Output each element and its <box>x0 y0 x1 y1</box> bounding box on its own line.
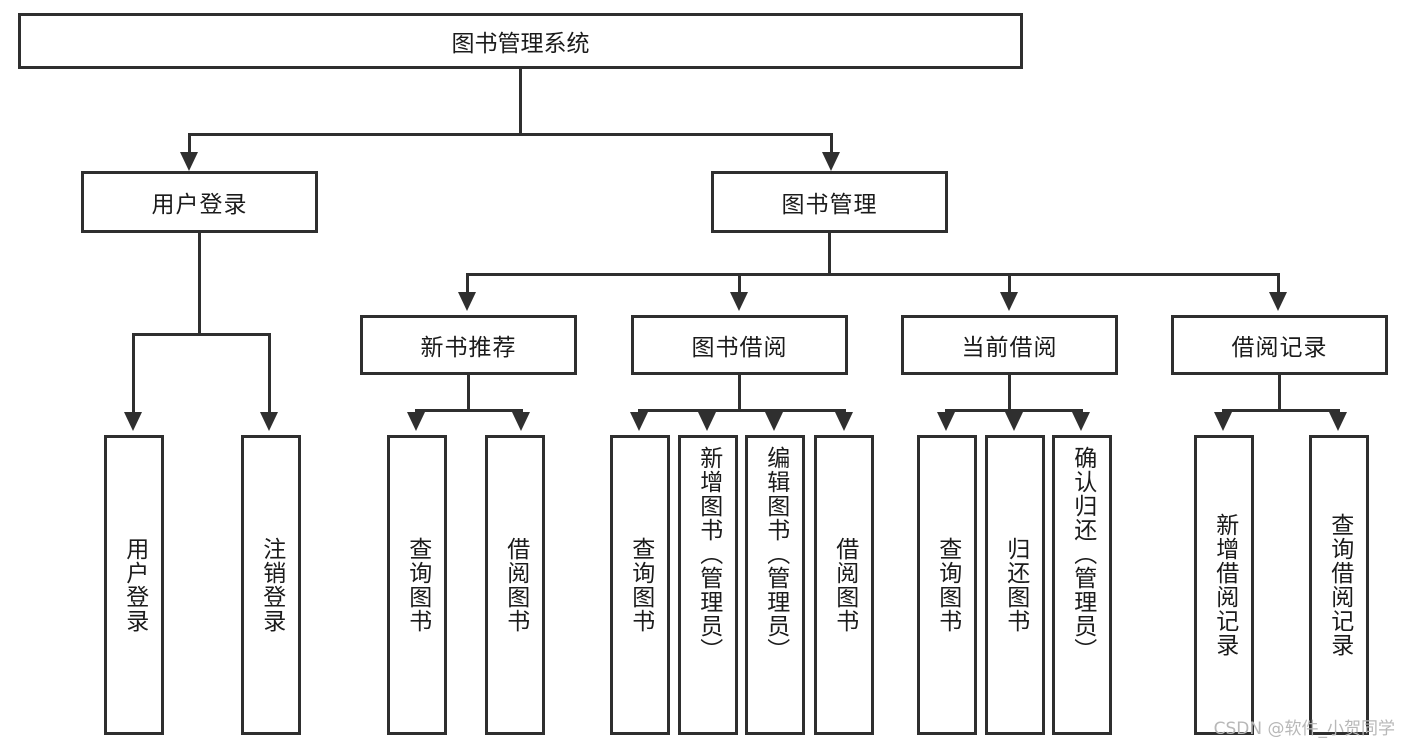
node-label: 图书借阅 <box>691 335 788 361</box>
connector-book-management-stem <box>828 233 831 275</box>
connector-borrow-record-stem <box>1278 375 1281 411</box>
node-label: 图书管理 <box>781 192 878 218</box>
leaf-add-book-admin[interactable]: 新增图书（管理员） <box>678 435 738 735</box>
node-label: 编辑图书（管理员） <box>762 446 789 662</box>
node-label: 借阅图书 <box>831 537 858 633</box>
connector-new-book-bus <box>415 409 523 412</box>
node-new-book-recommend[interactable]: 新书推荐 <box>360 315 577 375</box>
connector-book-management-bus <box>466 273 1280 276</box>
arrowhead-leaf-return-book <box>1005 412 1023 431</box>
node-label: 图书管理系统 <box>451 31 590 57</box>
arrowhead-leaf-borrow-book-1 <box>512 412 530 431</box>
connector-user-login-bus <box>132 333 270 336</box>
arrowhead-leaf-user-login <box>124 412 142 431</box>
node-label: 用户登录 <box>121 537 148 633</box>
connector-bm-to-new-book <box>466 273 469 295</box>
connector-user-login-right-drop <box>268 333 271 415</box>
connector-root-stem <box>519 69 522 135</box>
node-label: 归还图书 <box>1002 537 1029 633</box>
connector-bm-to-current-borrow <box>1008 273 1011 295</box>
connector-book-borrow-bus <box>638 409 846 412</box>
arrowhead-user-login <box>180 152 198 171</box>
node-label: 确认归还（管理员） <box>1069 446 1096 662</box>
leaf-query-book-borrow[interactable]: 查询图书 <box>610 435 670 735</box>
connector-book-borrow-stem <box>738 375 741 411</box>
connector-bm-to-borrow-record <box>1277 273 1280 295</box>
leaf-confirm-return-admin[interactable]: 确认归还（管理员） <box>1052 435 1112 735</box>
leaf-edit-book-admin[interactable]: 编辑图书（管理员） <box>745 435 805 735</box>
arrowhead-leaf-query-book-3 <box>937 412 955 431</box>
node-label: 用户登录 <box>151 192 248 218</box>
node-label: 查询图书 <box>934 537 961 633</box>
node-current-borrow[interactable]: 当前借阅 <box>901 315 1118 375</box>
node-label: 借阅图书 <box>502 537 529 633</box>
node-user-login[interactable]: 用户登录 <box>81 171 318 233</box>
connector-new-book-stem <box>467 375 470 411</box>
arrowhead-current-borrow <box>1000 292 1018 311</box>
arrowhead-leaf-query-book-2 <box>630 412 648 431</box>
arrowhead-borrow-record <box>1269 292 1287 311</box>
node-label: 新书推荐 <box>420 335 517 361</box>
arrowhead-leaf-borrow-book-2 <box>835 412 853 431</box>
leaf-query-borrow-record[interactable]: 查询借阅记录 <box>1309 435 1369 735</box>
connector-root-to-book-management <box>830 133 833 155</box>
leaf-return-book[interactable]: 归还图书 <box>985 435 1045 735</box>
arrowhead-leaf-logout <box>260 412 278 431</box>
arrowhead-leaf-confirm-return <box>1072 412 1090 431</box>
node-book-management[interactable]: 图书管理 <box>711 171 948 233</box>
connector-root-bus <box>188 133 833 136</box>
connector-bm-to-book-borrow <box>738 273 741 295</box>
arrowhead-leaf-query-record <box>1329 412 1347 431</box>
connector-user-login-stem <box>198 233 201 335</box>
leaf-user-login[interactable]: 用户登录 <box>104 435 164 735</box>
arrowhead-leaf-add-book <box>698 412 716 431</box>
connector-current-borrow-stem <box>1008 375 1011 411</box>
arrowhead-leaf-add-record <box>1214 412 1232 431</box>
node-root-book-management-system[interactable]: 图书管理系统 <box>18 13 1023 69</box>
node-label: 查询借阅记录 <box>1326 513 1353 657</box>
node-label: 新增借阅记录 <box>1211 513 1238 657</box>
node-label: 注销登录 <box>258 537 285 633</box>
arrowhead-book-borrow <box>730 292 748 311</box>
leaf-logout[interactable]: 注销登录 <box>241 435 301 735</box>
leaf-add-borrow-record[interactable]: 新增借阅记录 <box>1194 435 1254 735</box>
node-borrow-record[interactable]: 借阅记录 <box>1171 315 1388 375</box>
connector-borrow-record-bus <box>1222 409 1340 412</box>
leaf-query-book-recommend[interactable]: 查询图书 <box>387 435 447 735</box>
connector-user-login-left-drop <box>132 333 135 415</box>
node-label: 查询图书 <box>627 537 654 633</box>
arrowhead-book-management <box>822 152 840 171</box>
node-label: 借阅记录 <box>1231 335 1328 361</box>
node-label: 查询图书 <box>404 537 431 633</box>
node-label: 当前借阅 <box>961 335 1058 361</box>
arrowhead-leaf-query-book-1 <box>407 412 425 431</box>
leaf-borrow-book-borrow[interactable]: 借阅图书 <box>814 435 874 735</box>
node-book-borrow[interactable]: 图书借阅 <box>631 315 848 375</box>
node-label: 新增图书（管理员） <box>695 446 722 662</box>
leaf-borrow-book-recommend[interactable]: 借阅图书 <box>485 435 545 735</box>
leaf-query-book-current[interactable]: 查询图书 <box>917 435 977 735</box>
arrowhead-leaf-edit-book <box>765 412 783 431</box>
connector-root-to-user-login <box>188 133 191 155</box>
arrowhead-new-book-recommend <box>458 292 476 311</box>
